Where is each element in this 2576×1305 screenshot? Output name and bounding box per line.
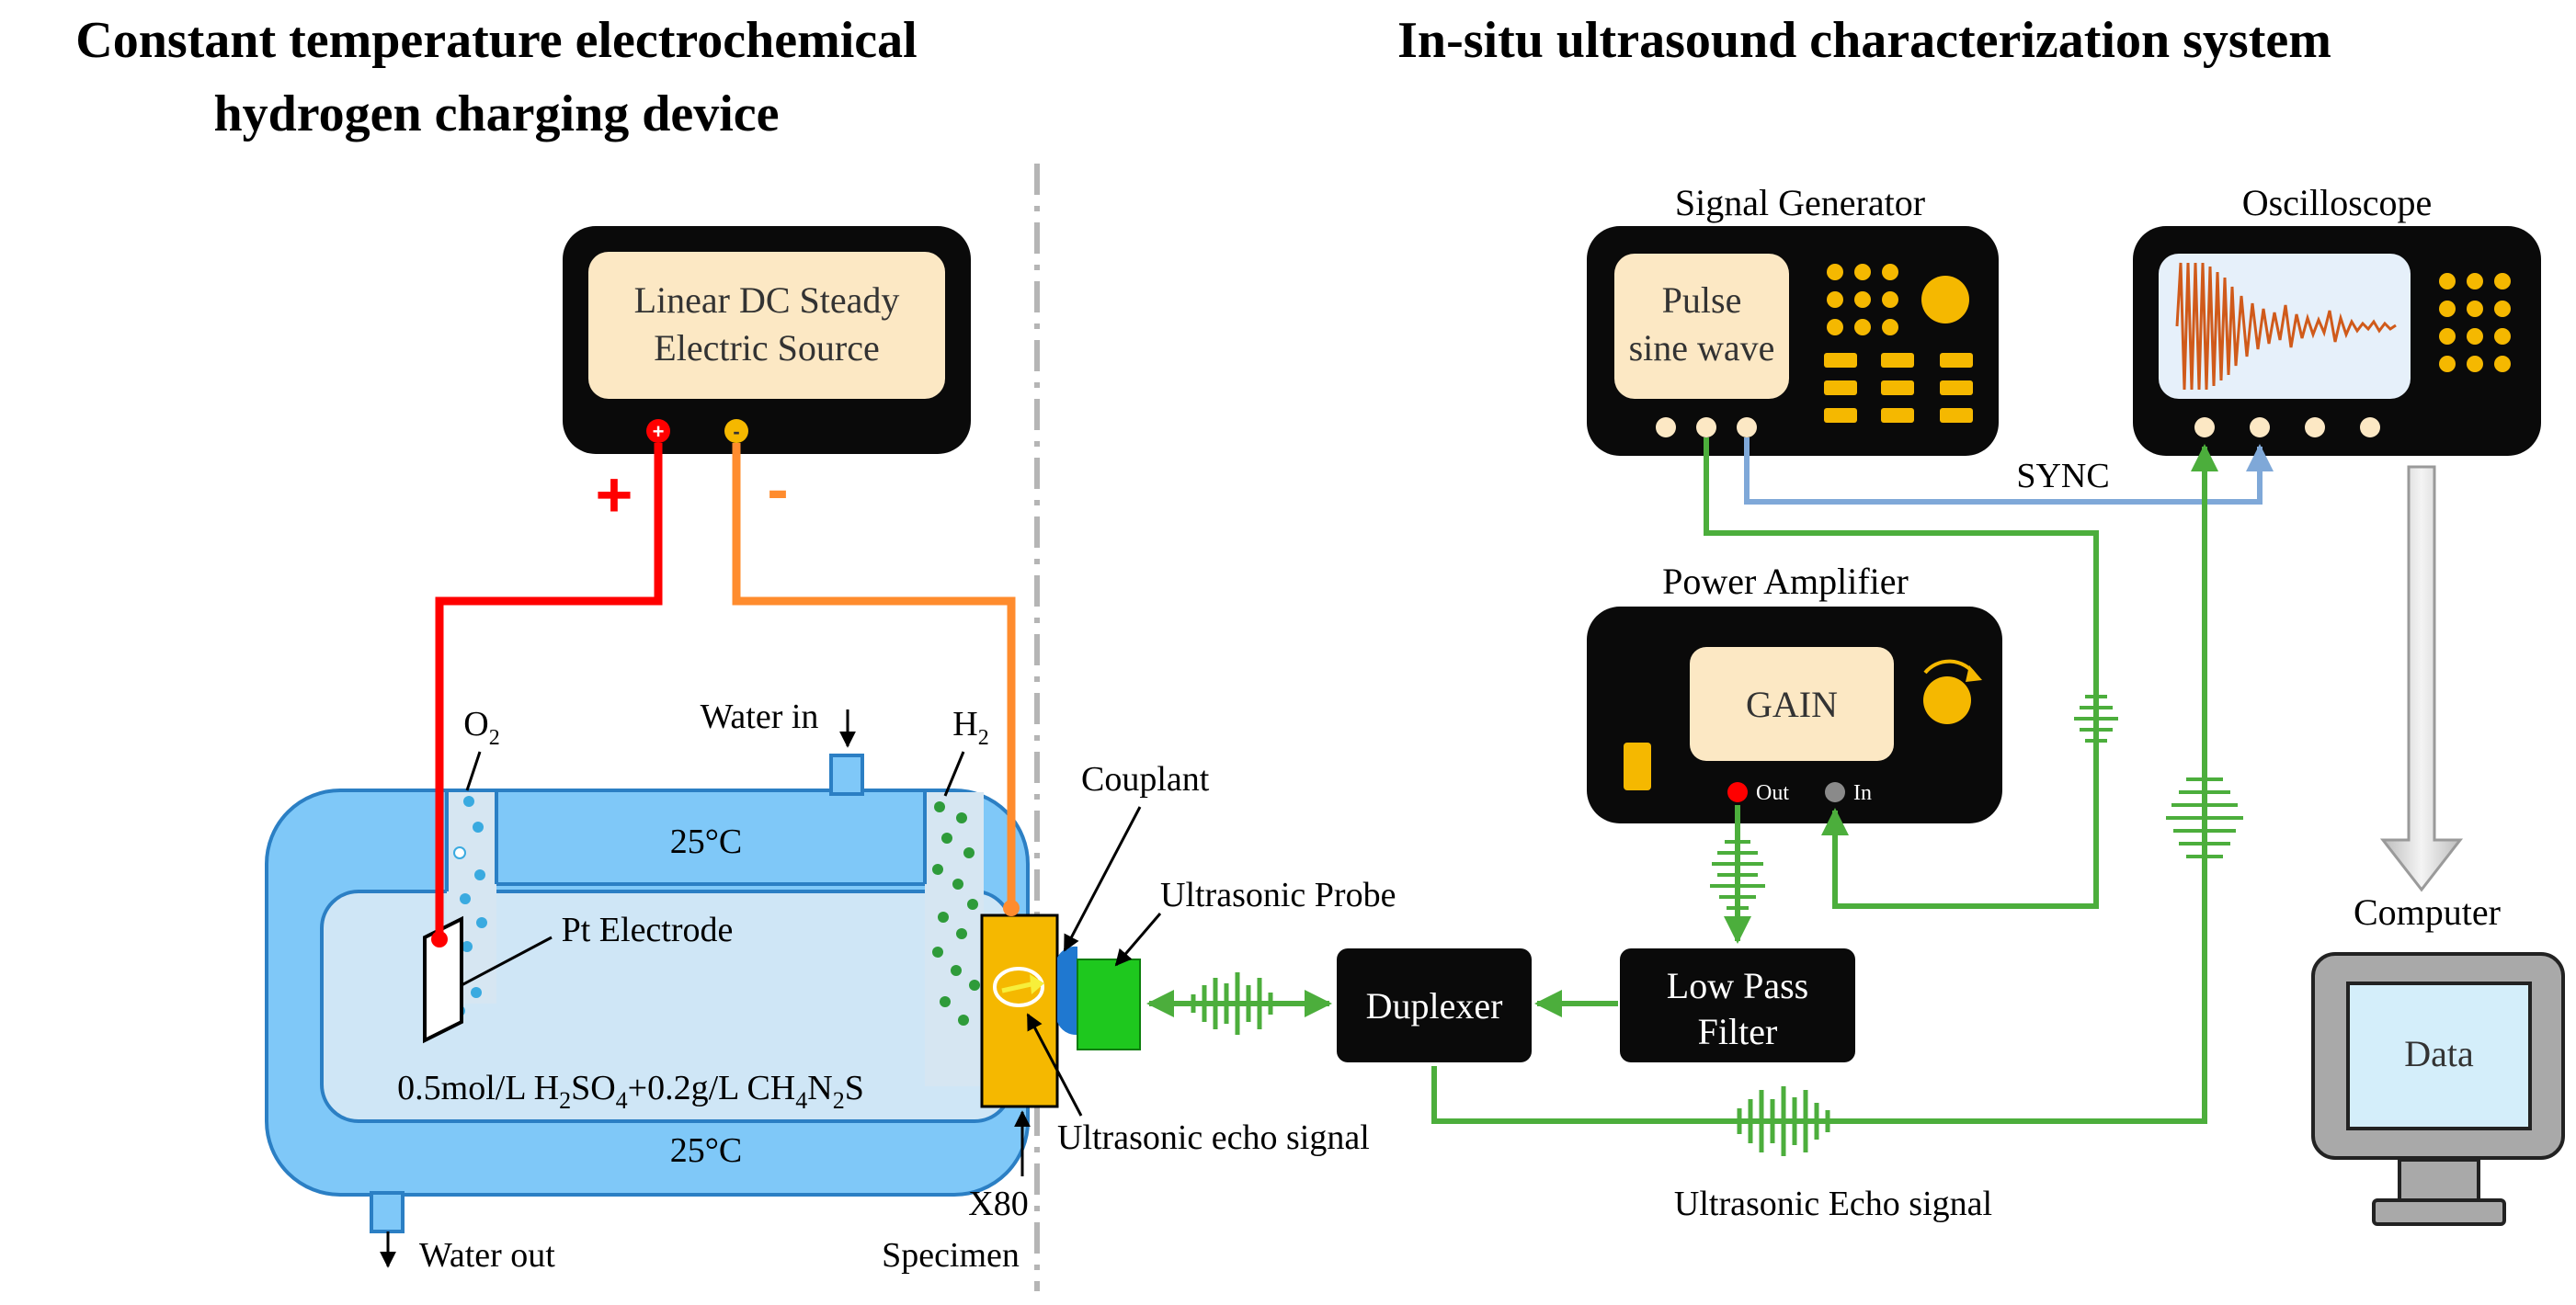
signal-generator-line2: sine wave xyxy=(1629,327,1775,369)
temp-bottom-label: 25°C xyxy=(670,1131,743,1170)
sync-label: SYNC xyxy=(2016,457,2109,495)
oscilloscope-title: Oscilloscope xyxy=(2242,182,2433,223)
duplexer-box xyxy=(1337,948,1532,1062)
dc-source-line1: Linear DC Steady xyxy=(634,279,900,321)
minus-terminal-glyph: - xyxy=(733,420,739,443)
electrolytic-cell xyxy=(265,754,1141,1233)
echo-wave-icon xyxy=(1737,1086,1830,1156)
minus-terminal-icon xyxy=(724,419,748,443)
out-port-label: Out xyxy=(1756,781,1789,805)
echo-to-oscilloscope-link xyxy=(1431,444,2218,1124)
water-outlet-pipe xyxy=(370,1191,405,1233)
h2-label: H2 xyxy=(952,705,988,750)
sync-link xyxy=(1744,437,2274,505)
lpf-label-line1: Low Pass xyxy=(1667,965,1808,1006)
pt-electrode-leader xyxy=(461,936,553,987)
gain-label: GAIN xyxy=(1746,684,1838,725)
positive-wire xyxy=(435,443,663,939)
water-inlet-pipe xyxy=(829,754,864,796)
computer-screen-text: Data xyxy=(2404,1033,2474,1074)
right-title: In-situ ultrasound characterization syst… xyxy=(1397,12,2331,69)
echo-main-label: Ultrasonic Echo signal xyxy=(1674,1185,1992,1223)
lpf-box xyxy=(1620,948,1855,1062)
left-title-line1: Constant temperature electrochemical xyxy=(75,12,917,69)
solution-label: 0.5mol/L H2SO4+0.2g/L CH4N2S xyxy=(397,1069,864,1114)
negative-wire xyxy=(732,443,1016,908)
oscilloscope-waveform xyxy=(2175,262,2397,391)
in-port-label: In xyxy=(1853,781,1872,805)
negative-sign: - xyxy=(767,453,788,525)
power-switch xyxy=(1624,743,1651,790)
duplexer-label: Duplexer xyxy=(1366,985,1503,1027)
data-arrow-icon xyxy=(2379,465,2464,892)
o2-label: O2 xyxy=(463,705,499,750)
pt-electrode-label: Pt Electrode xyxy=(562,911,734,949)
x80-specimen xyxy=(980,914,1059,1108)
computer-title: Computer xyxy=(2354,891,2501,933)
couplant-label: Couplant xyxy=(1081,760,1210,799)
in-port-icon xyxy=(1825,782,1845,802)
power-amplifier-display xyxy=(1690,647,1894,761)
signal-generator-display xyxy=(1614,254,1789,399)
computer: Data xyxy=(2311,952,2565,1226)
dc-source-line2: Electric Source xyxy=(654,327,879,369)
pt-electrode xyxy=(423,915,463,1044)
signal-generator-title: Signal Generator xyxy=(1675,182,1925,223)
ultrasonic-probe xyxy=(1077,959,1141,1050)
echo-small-label: Ultrasonic echo signal xyxy=(1057,1118,1370,1157)
knob-icon xyxy=(1921,276,1969,323)
water-out-label: Water out xyxy=(419,1236,555,1275)
oscilloscope xyxy=(2133,226,2541,456)
positive-sign: + xyxy=(596,459,633,530)
out-port-icon xyxy=(1727,782,1748,802)
top-water-channel xyxy=(496,798,925,884)
wave-burst-icon xyxy=(1191,972,1273,1035)
power-amplifier: GAIN Out In xyxy=(1587,607,2002,823)
water-in-label: Water in xyxy=(701,698,819,736)
ultrasonic-probe-label: Ultrasonic Probe xyxy=(1160,876,1396,914)
power-amplifier-title: Power Amplifier xyxy=(1662,561,1909,602)
temp-top-label: 25°C xyxy=(670,823,743,861)
dc-source: Linear DC Steady Electric Source + - xyxy=(563,226,971,454)
specimen-label-line2: Specimen xyxy=(882,1236,1020,1275)
signal-generator-line1: Pulse xyxy=(1662,279,1742,321)
lpf-label-line2: Filter xyxy=(1698,1011,1778,1052)
computer-screen xyxy=(2346,982,2532,1130)
left-title-line2: hydrogen charging device xyxy=(214,85,780,142)
signal-generator: Pulse sine wave xyxy=(1587,226,1999,456)
couplant-layer xyxy=(1057,946,1077,1036)
specimen-label-line1: X80 xyxy=(968,1185,1028,1223)
plus-terminal-glyph: + xyxy=(653,420,665,443)
plus-terminal-icon xyxy=(646,419,670,443)
dc-source-display xyxy=(588,252,945,399)
gain-knob-icon xyxy=(1923,676,1971,724)
h2-column xyxy=(925,792,984,1086)
